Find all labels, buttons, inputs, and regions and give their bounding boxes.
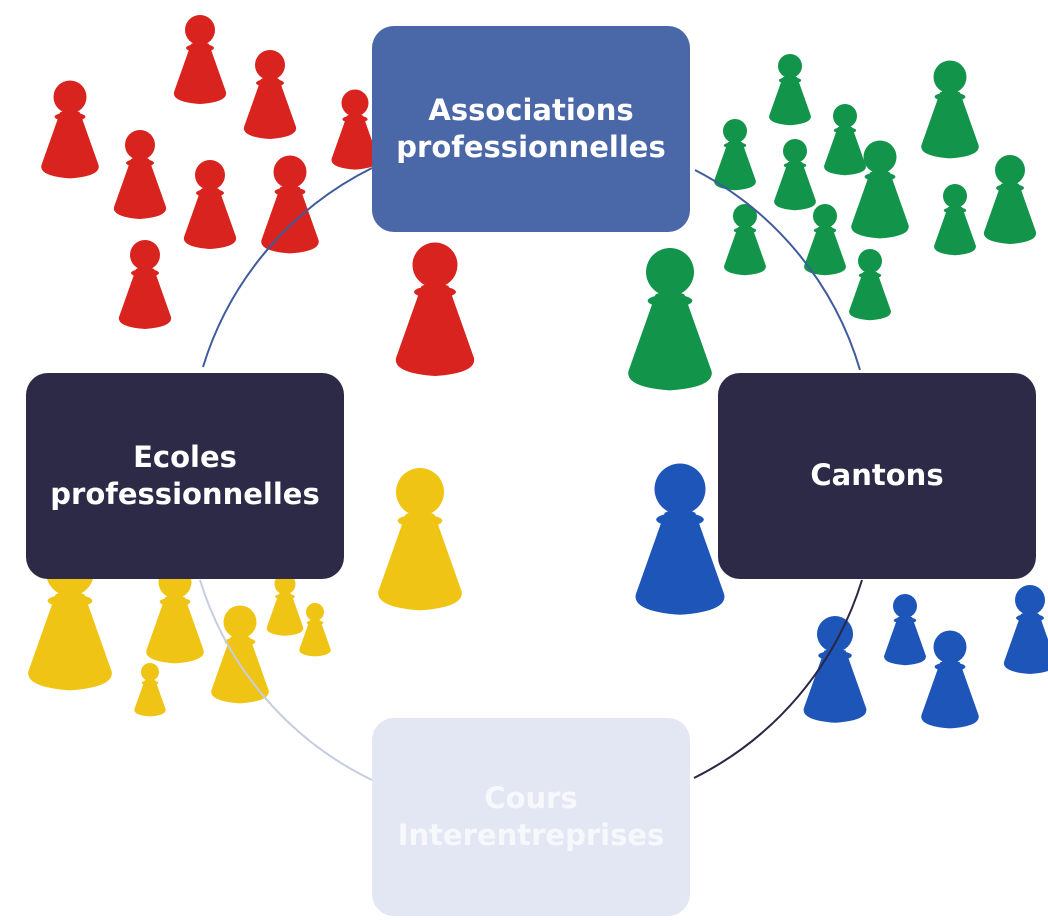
pawn-figure xyxy=(395,242,475,376)
pawn-figure xyxy=(1003,585,1048,674)
pawn-figure xyxy=(299,603,331,657)
node-cantons: Cantons xyxy=(718,373,1036,579)
pawn-figure xyxy=(41,80,99,179)
pawn-figure xyxy=(173,15,227,104)
pawn-figure xyxy=(921,630,979,729)
pawn-figure xyxy=(635,463,725,615)
pawn-figure xyxy=(113,130,167,219)
node-associations-professionnelles: Associations professionnelles xyxy=(372,26,690,232)
pawn-figure xyxy=(211,605,269,704)
pawn-figure xyxy=(183,160,237,249)
pawn-figure xyxy=(769,54,811,126)
cycle-arc-bottom-to-left xyxy=(199,579,373,781)
cycle-arc-left-to-top xyxy=(202,167,373,368)
pawn-figure xyxy=(378,468,462,611)
cycle-arc-right-to-bottom xyxy=(693,579,863,779)
pawn-figure xyxy=(804,204,846,276)
pawn-figure xyxy=(803,616,867,723)
pawn-figure xyxy=(934,184,976,256)
pawn-figure xyxy=(146,565,204,664)
pawn-figure xyxy=(983,155,1037,244)
pawn-figure xyxy=(243,50,297,139)
pawn-figure xyxy=(824,104,866,176)
cycle-arc-top-to-right xyxy=(694,169,861,371)
pawn-figure xyxy=(921,60,979,159)
pawn-figure xyxy=(849,249,891,321)
node-cours-interentreprises: Cours Interentreprises xyxy=(372,718,690,916)
node-ecoles-professionnelles: Ecoles professionnelles xyxy=(26,373,344,579)
pawn-figure xyxy=(261,155,319,254)
pawn-figure xyxy=(884,594,926,666)
pawn-figure xyxy=(714,119,756,191)
pawn-figure xyxy=(628,248,712,391)
pawn-figure xyxy=(118,240,172,329)
pawn-figure xyxy=(774,139,816,211)
pawn-figure xyxy=(266,573,304,636)
pawn-figure xyxy=(134,663,166,717)
